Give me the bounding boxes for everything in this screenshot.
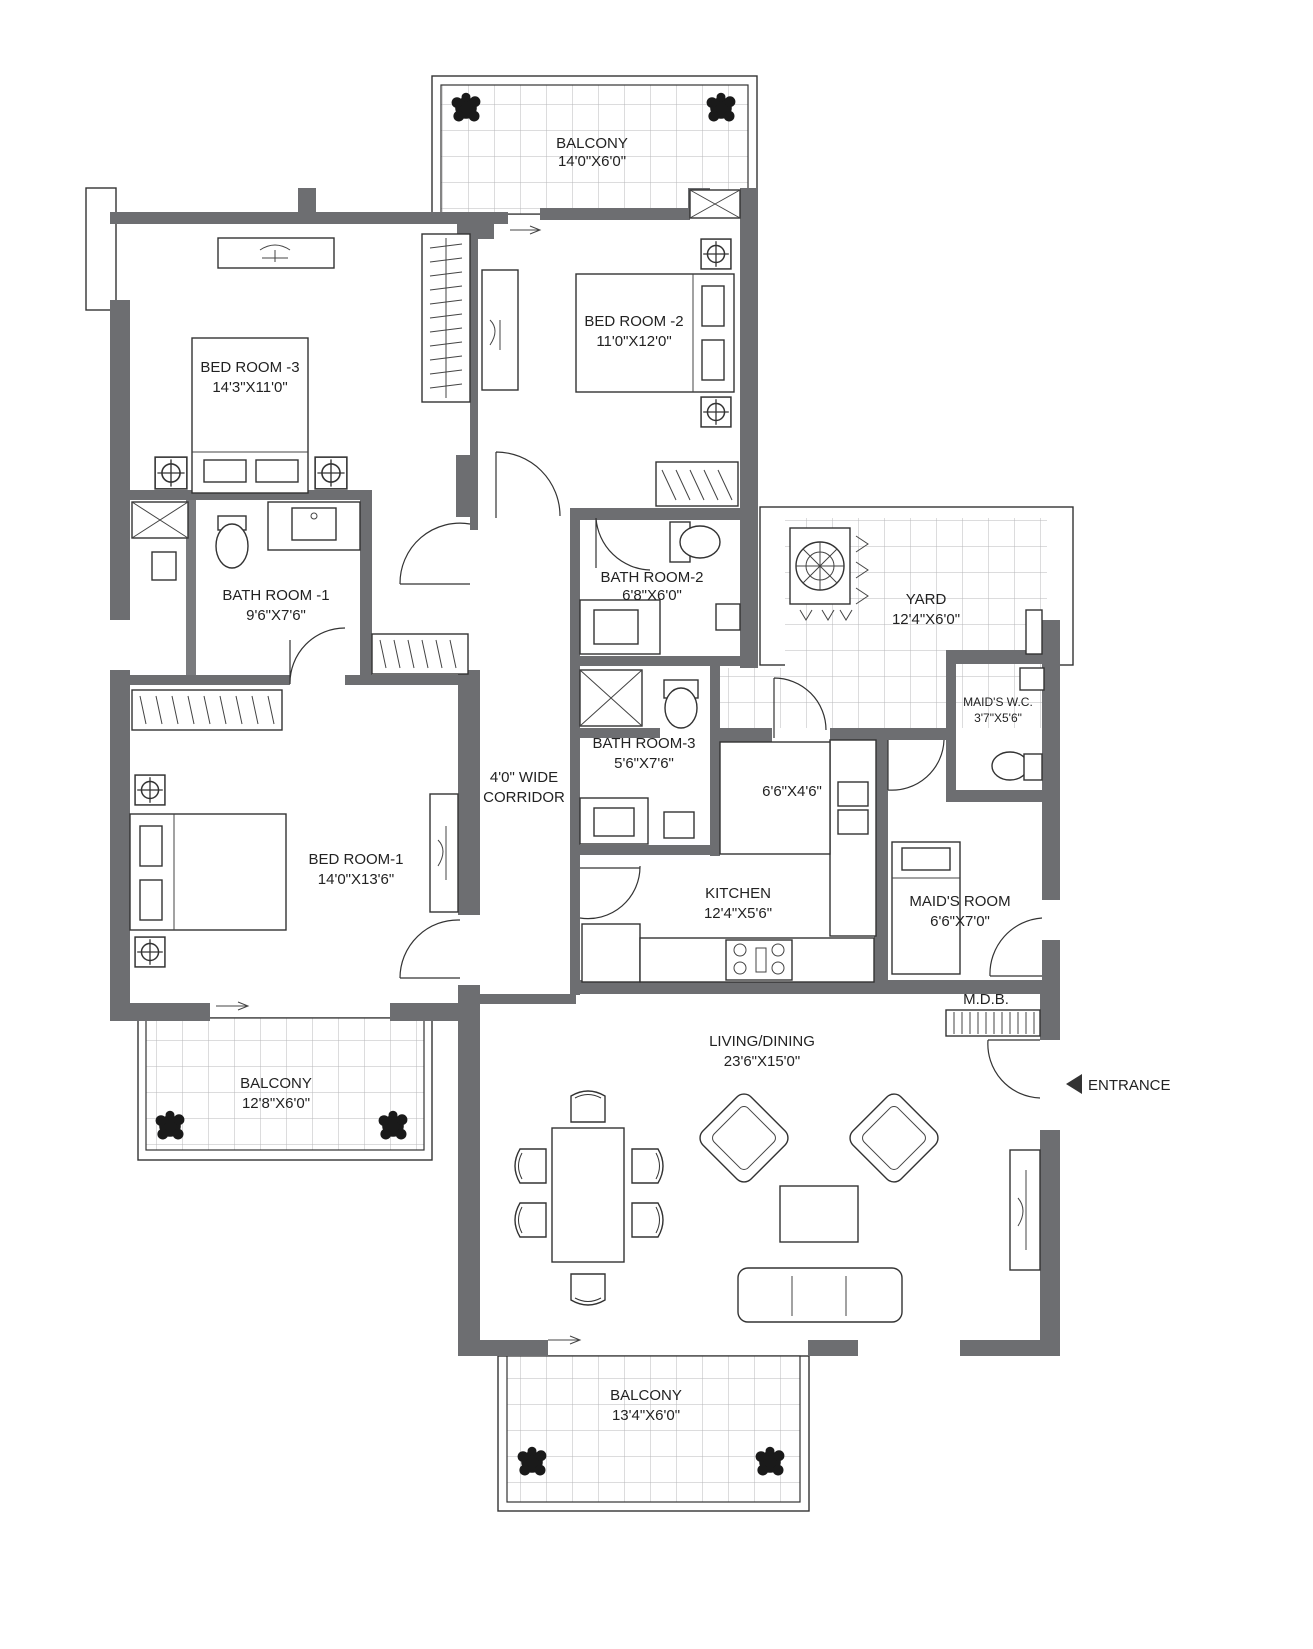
maids-wc-size: 3'7"X5'6" — [974, 711, 1022, 725]
balcony-top-name: BALCONY — [556, 135, 628, 152]
bath2-name: BATH ROOM-2 — [600, 569, 703, 586]
entrance-arrow-icon — [1066, 1074, 1082, 1094]
living-furniture — [514, 1090, 1041, 1323]
balcony-left — [137, 1017, 433, 1161]
bath3-fixtures — [579, 669, 699, 845]
bath3-size: 5'6"X7'6" — [614, 755, 674, 772]
bed3-name: BED ROOM -3 — [200, 359, 299, 376]
balcony-bottom-size: 13'4"X6'0" — [612, 1407, 680, 1424]
maids-room-size: 6'6"X7'0" — [930, 913, 990, 930]
corridor-line2: CORRIDOR — [483, 789, 565, 806]
bath3-name: BATH ROOM-3 — [592, 735, 695, 752]
balcony-left-name: BALCONY — [240, 1075, 312, 1092]
living-name: LIVING/DINING — [709, 1033, 815, 1050]
maids-wc-name: MAID'S W.C. — [963, 695, 1033, 709]
doors — [216, 225, 1043, 1345]
balcony-top-size: 14'0"X6'0" — [558, 153, 626, 170]
kitchen-size: 12'4"X5'6" — [704, 905, 772, 922]
wardrobe-hangers — [429, 238, 463, 398]
bed2-name: BED ROOM -2 — [584, 313, 683, 330]
coffee-table — [779, 1185, 859, 1243]
living-size: 23'6"X15'0" — [724, 1053, 800, 1070]
walls — [110, 188, 1060, 1356]
bed1-furniture — [129, 689, 459, 968]
balcony-left-size: 12'8"X6'0" — [242, 1095, 310, 1112]
dining-table — [551, 1127, 625, 1263]
bath1-fixtures — [131, 501, 361, 581]
maids-room-furniture — [891, 841, 961, 975]
lamp-icon — [700, 396, 732, 428]
corridor-line1: 4'0" WIDE — [490, 769, 558, 786]
lamp-icon — [134, 936, 166, 968]
labels: BALCONY 14'0"X6'0" BED ROOM -3 14'3"X11'… — [200, 135, 1170, 1424]
bath1-size: 9'6"X7'6" — [246, 607, 306, 624]
kitchen-fixtures — [581, 739, 877, 983]
bed2-size: 11'0"X12'0" — [596, 333, 671, 350]
ac-unit — [789, 527, 869, 621]
lamp-icon — [700, 238, 732, 270]
bed1-name: BED ROOM-1 — [308, 851, 403, 868]
yard-size: 12'4"X6'0" — [892, 611, 960, 628]
balcony-bottom — [497, 1355, 810, 1512]
maids-room-name: MAID'S ROOM — [909, 893, 1010, 910]
bath2-size: 6'8"X6'0" — [622, 587, 682, 604]
mdb-name: M.D.B. — [963, 991, 1009, 1008]
bed2-furniture — [481, 189, 741, 507]
chair-icon — [570, 1090, 606, 1123]
entrance-label: ENTRANCE — [1088, 1077, 1171, 1094]
mdb-panel — [945, 1009, 1041, 1037]
bed3-furniture — [154, 233, 471, 494]
maids-wc-fixtures — [991, 609, 1045, 781]
lamp-icon — [134, 774, 166, 806]
balcony-bottom-name: BALCONY — [610, 1387, 682, 1404]
yard-name: YARD — [906, 591, 947, 608]
lamp-icon — [154, 456, 188, 490]
store-size: 6'6"X4'6" — [762, 783, 822, 800]
lamp-icon — [314, 456, 348, 490]
bath1-name: BATH ROOM -1 — [222, 587, 329, 604]
bath2-fixtures — [579, 521, 741, 655]
kitchen-name: KITCHEN — [705, 885, 771, 902]
sofa — [737, 1267, 903, 1323]
bed1-size: 14'0"X13'6" — [318, 871, 394, 888]
bed3-size: 14'3"X11'0" — [212, 379, 287, 396]
